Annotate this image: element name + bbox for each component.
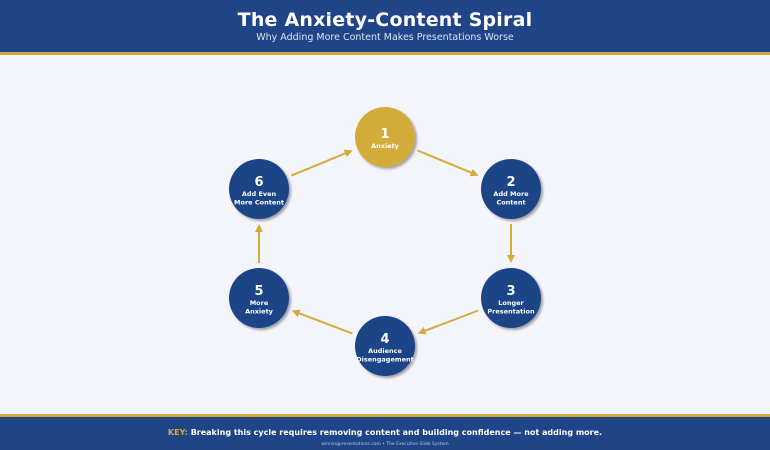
- node-circle: [481, 159, 541, 219]
- node-label-line: More: [250, 299, 269, 307]
- node-label-line: Anxiety: [371, 142, 400, 150]
- node-number: 6: [254, 175, 263, 190]
- node-number: 4: [380, 332, 389, 347]
- node-label-line: Audience: [368, 347, 402, 355]
- header-divider: [0, 52, 770, 55]
- node-label-line: Add Even: [242, 190, 277, 198]
- key-note: KEY: Breaking this cycle requires removi…: [0, 428, 770, 437]
- key-text: Breaking this cycle requires removing co…: [190, 428, 603, 437]
- node-circle: [229, 159, 289, 219]
- node-label-line: Presentation: [487, 308, 535, 316]
- node-number: 1: [380, 127, 389, 142]
- page-subtitle: Why Adding More Content Makes Presentati…: [256, 32, 514, 43]
- node-label-line: Anxiety: [245, 308, 274, 316]
- footer-bar: [0, 417, 770, 450]
- arrow-3-to-4: [417, 309, 479, 335]
- node-circle: [355, 107, 415, 167]
- page-title: The Anxiety-Content Spiral: [237, 9, 533, 31]
- node-label-line: Disengagement: [356, 356, 414, 364]
- node-number: 2: [506, 175, 515, 190]
- node-circle: [229, 268, 289, 328]
- node-circle: [481, 268, 541, 328]
- arrow-1-to-2: [417, 149, 479, 177]
- node-circle: [355, 316, 415, 376]
- node-label-line: More Content: [234, 199, 284, 207]
- header-bar: [0, 0, 770, 52]
- arrow-4-to-5: [291, 309, 353, 335]
- node-label-line: Add More: [493, 190, 529, 198]
- footer-credit: winningpresentations.com • The Executive…: [321, 442, 449, 447]
- node-label-line: Longer: [498, 299, 524, 307]
- arrow-6-to-1: [291, 149, 353, 177]
- node-number: 5: [254, 284, 263, 299]
- cycle-arrows: [255, 149, 515, 335]
- footer-divider: [0, 414, 770, 417]
- node-label-line: Content: [496, 199, 525, 207]
- key-label: KEY:: [167, 428, 188, 437]
- node-number: 3: [506, 284, 515, 299]
